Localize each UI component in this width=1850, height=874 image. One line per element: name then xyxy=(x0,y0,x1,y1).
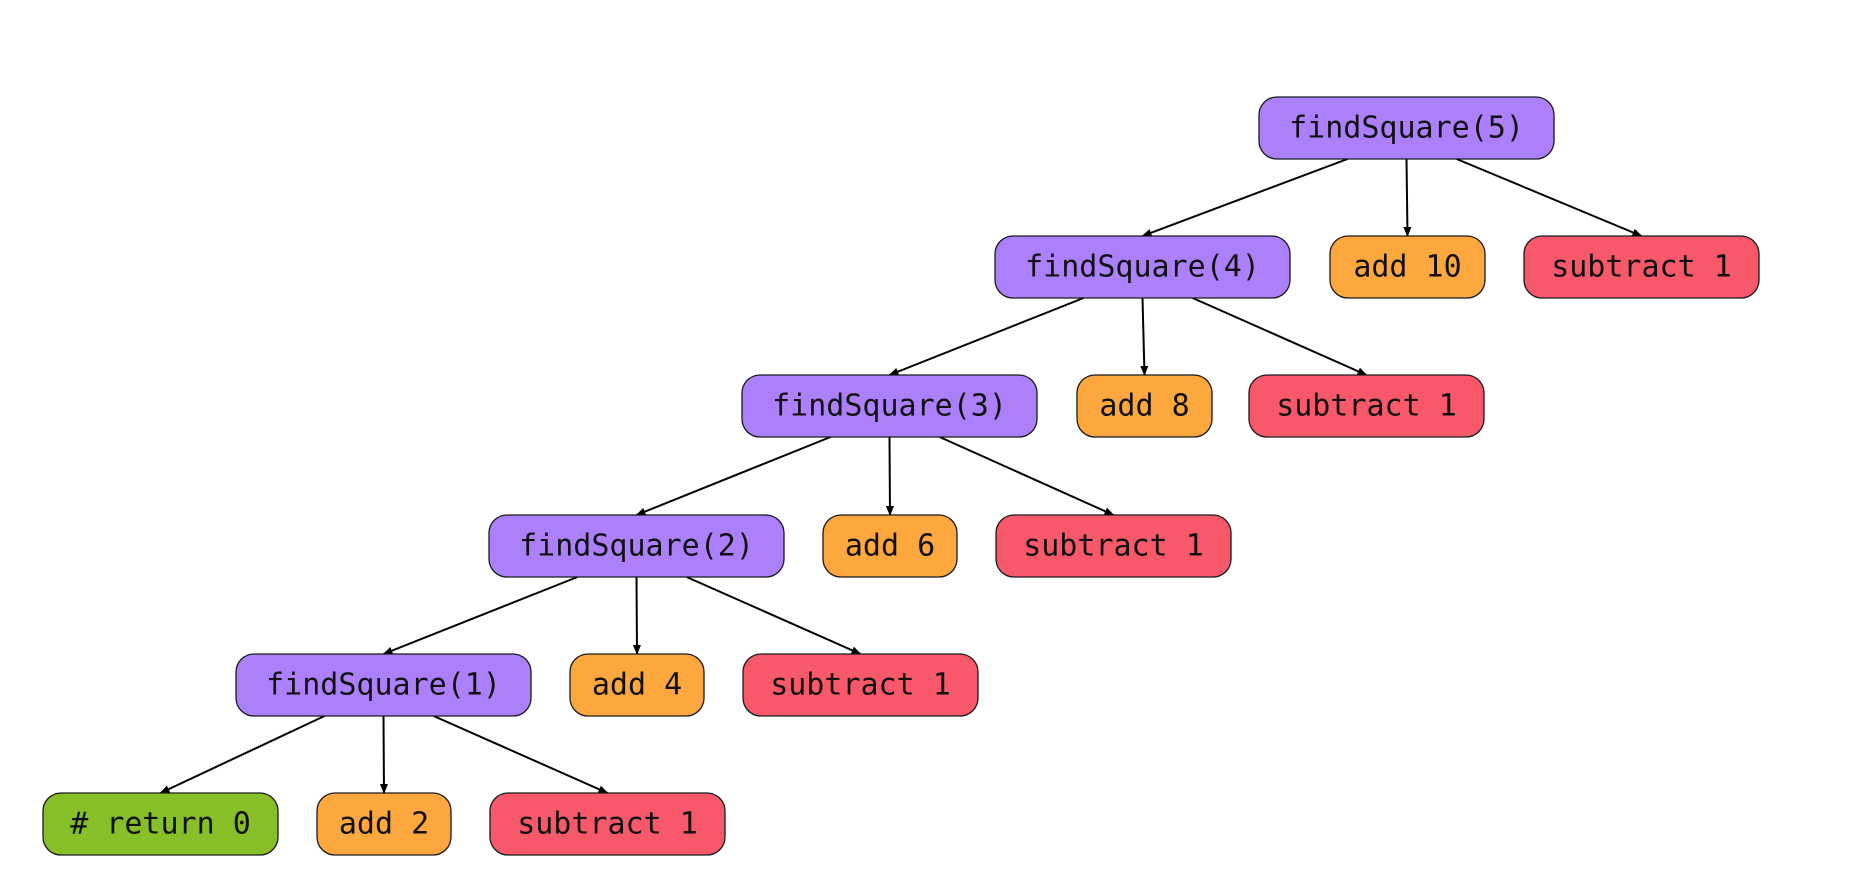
node-box-add10 xyxy=(1329,235,1486,299)
node-add4: add 4 xyxy=(569,653,705,717)
edge-call2-to-call1 xyxy=(382,576,578,655)
node-box-sub3 xyxy=(995,514,1232,578)
node-box-call2 xyxy=(488,514,785,578)
node-label-sub1: subtract 1 xyxy=(517,807,698,842)
edge-call4-to-call3 xyxy=(888,297,1084,376)
node-sub3: subtract 1 xyxy=(995,514,1232,578)
node-box-add8 xyxy=(1076,374,1213,438)
node-label-add4: add 4 xyxy=(592,668,682,703)
node-label-sub5: subtract 1 xyxy=(1551,250,1732,285)
node-add2: add 2 xyxy=(316,792,452,856)
node-box-sub5 xyxy=(1523,235,1760,299)
node-label-add10: add 10 xyxy=(1353,250,1461,285)
node-label-call4: findSquare(4) xyxy=(1025,250,1260,285)
edge-call3-to-call2 xyxy=(635,436,831,516)
node-box-base0 xyxy=(42,792,279,856)
node-box-sub1 xyxy=(489,792,726,856)
node-box-sub2 xyxy=(742,653,979,717)
node-call1: findSquare(1) xyxy=(235,653,532,717)
edge-call1-to-sub1 xyxy=(433,715,609,794)
node-label-sub3: subtract 1 xyxy=(1023,529,1204,564)
node-label-call3: findSquare(3) xyxy=(772,389,1007,424)
edge-call2-to-sub2 xyxy=(686,576,862,655)
node-box-call5 xyxy=(1258,96,1555,160)
node-label-call5: findSquare(5) xyxy=(1289,111,1524,146)
node-box-call4 xyxy=(994,235,1291,299)
node-box-sub4 xyxy=(1248,374,1485,438)
node-sub1: subtract 1 xyxy=(489,792,726,856)
node-add8: add 8 xyxy=(1076,374,1213,438)
edge-call5-to-sub5 xyxy=(1456,158,1643,237)
node-add6: add 6 xyxy=(822,514,958,578)
edge-call4-to-add8 xyxy=(1140,297,1149,376)
node-label-base0: # return 0 xyxy=(70,807,251,842)
edge-call4-to-sub4 xyxy=(1192,297,1368,376)
node-call5: findSquare(5) xyxy=(1258,96,1555,160)
node-label-add6: add 6 xyxy=(845,529,935,564)
node-box-add4 xyxy=(569,653,705,717)
node-call4: findSquare(4) xyxy=(994,235,1291,299)
node-box-add6 xyxy=(822,514,958,578)
node-sub4: subtract 1 xyxy=(1248,374,1485,438)
nodes-layer: findSquare(5) findSquare(4) add 10 subtract… xyxy=(42,96,1760,856)
node-add10: add 10 xyxy=(1329,235,1486,299)
edge-call5-to-add10 xyxy=(1403,158,1412,237)
node-label-call1: findSquare(1) xyxy=(266,668,501,703)
node-label-add2: add 2 xyxy=(339,807,429,842)
node-box-call1 xyxy=(235,653,532,717)
node-call2: findSquare(2) xyxy=(488,514,785,578)
node-label-sub4: subtract 1 xyxy=(1276,389,1457,424)
edge-call1-to-base0 xyxy=(159,715,325,794)
node-call3: findSquare(3) xyxy=(741,374,1038,438)
node-box-add2 xyxy=(316,792,452,856)
edge-call3-to-add6 xyxy=(885,436,894,516)
node-base0: # return 0 xyxy=(42,792,279,856)
edge-call2-to-add4 xyxy=(632,576,641,655)
edges-layer xyxy=(159,158,1643,794)
edge-call5-to-call4 xyxy=(1141,158,1348,237)
node-label-add8: add 8 xyxy=(1099,389,1189,424)
edge-call3-to-sub3 xyxy=(939,436,1115,516)
node-sub2: subtract 1 xyxy=(742,653,979,717)
node-sub5: subtract 1 xyxy=(1523,235,1760,299)
node-label-call2: findSquare(2) xyxy=(519,529,754,564)
edge-call1-to-add2 xyxy=(379,715,388,794)
node-box-call3 xyxy=(741,374,1038,438)
node-label-sub2: subtract 1 xyxy=(770,668,951,703)
